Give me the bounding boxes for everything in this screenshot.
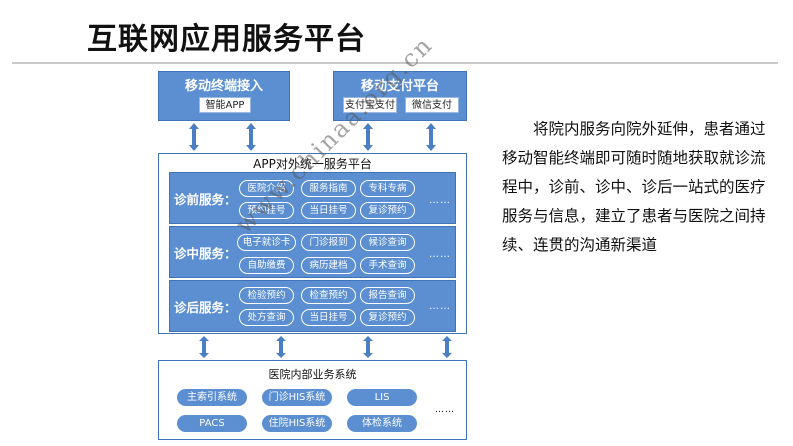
system-pill: 体检系统 bbox=[347, 415, 417, 432]
double-arrow-icon bbox=[189, 123, 199, 151]
service-pill: 复诊预约 bbox=[360, 202, 415, 219]
double-arrow-icon bbox=[442, 336, 452, 358]
service-pill: 候诊查询 bbox=[360, 234, 415, 251]
service-pill: 门诊报到 bbox=[301, 234, 356, 251]
double-arrow-icon bbox=[363, 336, 373, 358]
title-divider bbox=[12, 62, 778, 64]
in-visit-row: 诊中服务： 电子就诊卡 门诊报到 候诊查询 自助缴费 病历建档 手术查询 …… bbox=[169, 226, 456, 278]
service-pill: 服务指南 bbox=[301, 180, 356, 197]
row-label: 诊后服务： bbox=[174, 300, 237, 315]
service-pill: 检查预约 bbox=[301, 287, 356, 304]
mobile-payment-title: 移动支付平台 bbox=[360, 79, 439, 94]
service-pill: 手术查询 bbox=[360, 257, 415, 274]
service-pill: 检验预约 bbox=[239, 287, 294, 304]
service-pill: 专科专病 bbox=[360, 180, 415, 197]
double-arrow-icon bbox=[426, 123, 436, 151]
system-pill: PACS bbox=[177, 415, 247, 432]
internal-systems-box: 主索引系统 门诊HIS系统 LIS PACS 住院HIS系统 体检系统 …… bbox=[158, 360, 467, 440]
alipay-chip: 支付宝支付 bbox=[343, 97, 397, 113]
system-pill: LIS bbox=[347, 389, 417, 406]
service-pill: 自助缴费 bbox=[239, 257, 294, 274]
more-dots: …… bbox=[429, 301, 451, 312]
description-paragraph: 将院内服务向院外延伸，患者通过移动智能终端即可随时随地获取就诊流程中，诊前、诊中… bbox=[502, 120, 766, 254]
mobile-terminal-box: 移动终端接入 智能APP bbox=[158, 71, 290, 121]
more-dots: …… bbox=[429, 249, 451, 260]
row-label: 诊中服务： bbox=[174, 246, 237, 261]
service-pill: 复诊预约 bbox=[360, 309, 415, 326]
double-arrow-icon bbox=[199, 336, 209, 358]
pre-visit-row: 诊前服务： 医院介绍 服务指南 专科专病 预约挂号 当日挂号 复诊预约 …… bbox=[169, 172, 456, 224]
more-dots: …… bbox=[429, 195, 451, 206]
service-pill: 病历建档 bbox=[301, 257, 356, 274]
internal-systems-title: 医院内部业务系统 bbox=[268, 368, 357, 381]
service-pill: 电子就诊卡 bbox=[237, 234, 296, 251]
system-pill: 主索引系统 bbox=[177, 389, 247, 406]
page-title: 互联网应用服务平台 bbox=[87, 22, 366, 57]
service-pill: 报告查询 bbox=[360, 287, 415, 304]
double-arrow-icon bbox=[246, 123, 256, 151]
smart-app-chip: 智能APP bbox=[199, 97, 251, 113]
service-pill: 当日挂号 bbox=[301, 202, 356, 219]
service-pill: 处方查询 bbox=[239, 309, 294, 326]
platform-title: APP对外统一服务平台 bbox=[253, 157, 372, 171]
double-arrow-icon bbox=[363, 123, 373, 151]
row-label: 诊前服务： bbox=[174, 192, 237, 207]
double-arrow-icon bbox=[276, 336, 286, 358]
more-dots: …… bbox=[435, 405, 455, 415]
mobile-payment-box: 移动支付平台 支付宝支付 微信支付 bbox=[333, 71, 467, 121]
system-pill: 门诊HIS系统 bbox=[262, 389, 332, 406]
service-pill: 当日挂号 bbox=[301, 309, 356, 326]
wechat-pay-chip: 微信支付 bbox=[405, 97, 459, 113]
post-visit-row: 诊后服务： 检验预约 检查预约 报告查询 处方查询 当日挂号 复诊预约 …… bbox=[169, 280, 456, 332]
description-text: 将院内服务向院外延伸，患者通过移动智能终端即可随时随地获取就诊流程中，诊前、诊中… bbox=[502, 115, 777, 260]
service-pill: 预约挂号 bbox=[239, 202, 294, 219]
system-pill: 住院HIS系统 bbox=[262, 415, 332, 432]
service-pill: 医院介绍 bbox=[239, 180, 294, 197]
mobile-terminal-title: 移动终端接入 bbox=[184, 79, 263, 94]
